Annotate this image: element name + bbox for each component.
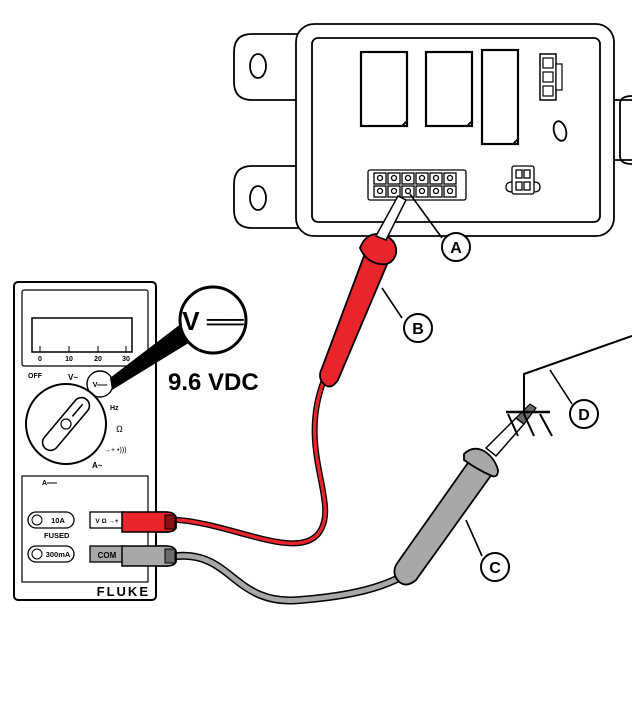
gray-probe-tip bbox=[484, 417, 526, 458]
jack-300ma-label: 300mA bbox=[46, 550, 71, 559]
red-probe-body bbox=[319, 254, 390, 388]
jack-fused-label: FUSED bbox=[44, 531, 70, 540]
board-slot bbox=[552, 120, 568, 142]
chassis-ground bbox=[506, 335, 632, 437]
callout-b-label: B bbox=[412, 321, 424, 338]
dial-diode: →+ •))) bbox=[104, 447, 126, 454]
zoom-symbol: V ══ bbox=[182, 306, 244, 336]
gray-test-lead bbox=[123, 403, 537, 605]
mount-tab-bottom bbox=[233, 165, 302, 229]
jack-v-ohm: V Ω →+ bbox=[89, 511, 125, 529]
callout-c: C bbox=[480, 552, 510, 582]
voltage-reading: 9.6 VDC bbox=[168, 369, 259, 396]
relay-1 bbox=[359, 50, 409, 128]
jack-com: COM bbox=[89, 545, 125, 563]
dial-hz: Hz bbox=[110, 405, 119, 412]
meter-brand: FLUKE bbox=[97, 584, 150, 599]
relay-3 bbox=[480, 48, 520, 146]
callout-a: A bbox=[441, 232, 471, 262]
red-wire bbox=[175, 377, 329, 547]
jack-300ma: 300mA bbox=[27, 545, 75, 563]
scale-30: 30 bbox=[122, 356, 130, 363]
zoom-wedge bbox=[110, 320, 200, 390]
red-probe-tip bbox=[374, 195, 408, 241]
callout-a-label: A bbox=[450, 240, 462, 257]
jack-com-label: COM bbox=[98, 551, 117, 560]
multimeter: 0 10 20 30 OFF V~ V══ Hz Ω →+ •))) A~ A═… bbox=[13, 281, 157, 601]
leader-lines bbox=[381, 193, 573, 557]
red-test-lead bbox=[123, 195, 408, 547]
plugs-overlay bbox=[121, 511, 177, 567]
dial-v-ac: V~ bbox=[68, 373, 78, 382]
mount-hole-bottom bbox=[249, 185, 267, 211]
callout-c-label: C bbox=[489, 560, 501, 577]
jack-v-ohm-label: V Ω →+ bbox=[95, 518, 118, 525]
control-board bbox=[233, 23, 632, 237]
dial-a-dc: A══ bbox=[42, 480, 57, 487]
callout-b: B bbox=[403, 313, 433, 343]
jack-10a: 10A FUSED bbox=[27, 511, 75, 540]
mount-tab-top bbox=[233, 33, 302, 101]
connector-12pin bbox=[367, 169, 467, 201]
callout-d-label: D bbox=[578, 407, 590, 424]
jack-10a-label: 10A bbox=[51, 516, 65, 525]
dial-a-ac: A~ bbox=[92, 461, 103, 470]
scale-0: 0 bbox=[38, 356, 42, 363]
dial-v-dc: V══ bbox=[93, 382, 108, 389]
zoom-callout: V ══ bbox=[110, 285, 248, 390]
relay-2 bbox=[424, 50, 474, 128]
scale-20: 20 bbox=[94, 356, 102, 363]
zoom-circle bbox=[178, 285, 248, 355]
dial-ohm: Ω bbox=[116, 424, 123, 434]
gray-probe-body bbox=[393, 458, 494, 586]
scale-10: 10 bbox=[65, 356, 73, 363]
meter-display bbox=[31, 317, 133, 353]
mount-hole-top bbox=[249, 53, 267, 79]
dial-off: OFF bbox=[28, 373, 43, 380]
callout-d: D bbox=[569, 399, 599, 429]
display-scale bbox=[32, 346, 132, 353]
connector-4pin bbox=[505, 165, 541, 195]
